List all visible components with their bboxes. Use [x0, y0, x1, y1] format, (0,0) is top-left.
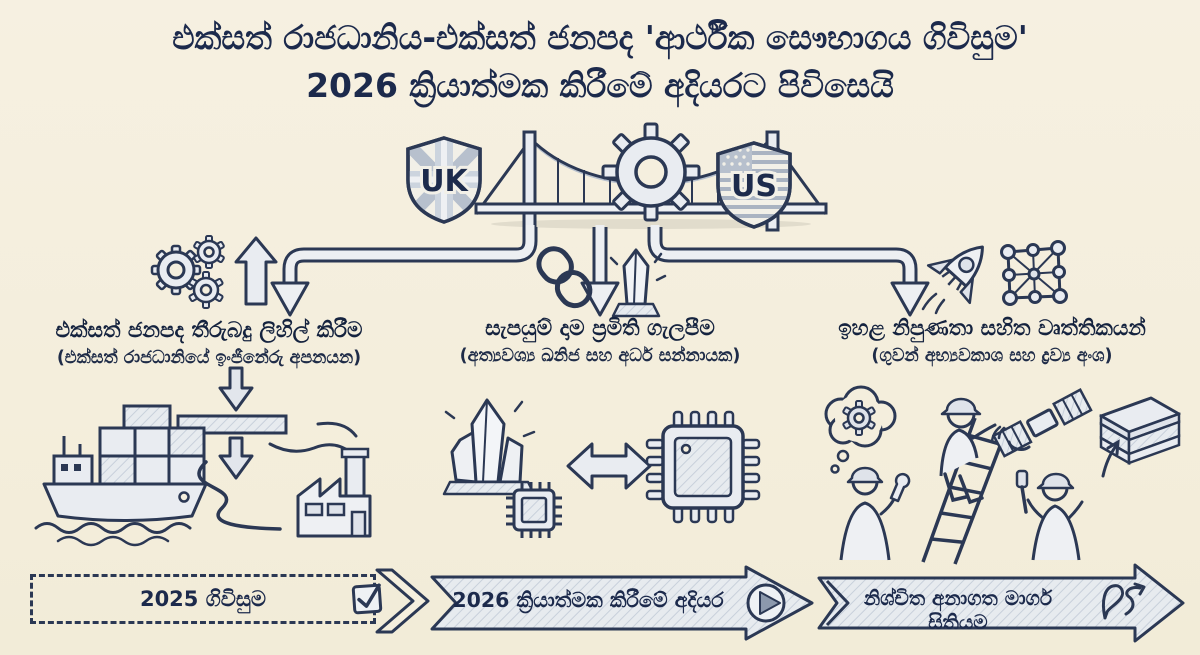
column-heading: ඉහළ නිපුණතා සහිත වෘත්තිකයන් — [838, 316, 1146, 341]
timeline-stage-roadmap-banner — [817, 563, 1185, 643]
chevron-separator-icon — [825, 579, 850, 627]
column-heading: එක්සත් ජනපද තීරුබදු ලිහිල් කිරීම — [55, 318, 363, 343]
satellite-icon — [990, 388, 1093, 458]
column-supply-chain: සැපයුම් දාම ප්‍රමිති ගැලපීම (අත්‍යවශ්‍ය … — [408, 316, 792, 366]
us-label: US — [731, 169, 777, 204]
crystal-cluster-icon — [442, 398, 536, 496]
page-title: එක්සත් රාජධානිය-එක්සත් ජනපද 'ආර්ථීක සෞභා… — [0, 14, 1200, 110]
column-heading: සැපයුම් දාම ප්‍රමිති ගැලපීම — [485, 316, 715, 341]
branch-connectors — [270, 225, 930, 317]
illustration-professionals — [824, 385, 1181, 565]
checkbox-checked-icon — [351, 583, 383, 615]
processor-chip-icon — [645, 410, 761, 524]
screwdriver-icon — [1015, 469, 1029, 514]
timeline-stage-roadmap-label: නිශ්චිත අනාගත මාර්ග සිතියම — [863, 586, 1053, 634]
us-shield-icon: US — [716, 141, 792, 229]
winding-road-icon — [197, 460, 282, 531]
column-professionals: ඉහළ නිපුණතා සහිත වෘත්තිකයන් (ගුවන් අභ්‍ය… — [792, 316, 1192, 366]
title-line-2: 2026 ක්‍රියාත්මක කිරීමේ අදියරට පිවිසෙයි — [306, 65, 894, 105]
title-line-1: එක්සත් රාජධානිය-එක්සත් ජනපද 'ආර්ථීක සෞභා… — [172, 18, 1028, 57]
timeline-stage-2026-banner — [430, 565, 814, 641]
chevron-separator-icon — [375, 568, 430, 634]
gear-cluster-icon — [150, 235, 278, 309]
double-arrow-icon — [566, 442, 652, 490]
gear-icon — [601, 122, 701, 222]
crystal-icon — [609, 248, 667, 318]
column-subheading: (එක්සත් රාජධානියේ ඉංජීනේරු අපනයන) — [56, 347, 362, 368]
rocket-exhaust — [921, 292, 946, 315]
up-arrow-icon — [1101, 439, 1120, 478]
microchip-icon — [506, 482, 562, 538]
factory-icon — [268, 421, 372, 538]
lattice-icon — [1000, 240, 1068, 306]
uk-label: UK — [420, 164, 469, 199]
worker-icon — [939, 397, 997, 505]
timeline-stage-2026-label: 2026 ක්‍රියාත්මක කිරීමේ අදියර — [452, 588, 724, 612]
column-tariffs: එක්සත් ජනපද තීරුබදු ලිහිල් කිරීම (එක්සත්… — [18, 318, 400, 368]
worker-icon — [839, 466, 911, 561]
column-subheading: (අත්‍යවශ්‍ය ඛනිජ සහ අර්ධ සන්නායක) — [459, 345, 741, 366]
growth-arrow-icon — [234, 236, 278, 306]
illustration-tariff-shipping — [34, 366, 372, 547]
composite-material-icon — [1099, 396, 1181, 466]
play-icon — [746, 583, 786, 623]
column-subheading: (ගුවන් අභ්‍යවකාශ සහ ද්‍රව්‍ය අංශ) — [871, 345, 1113, 366]
chain-link-icon — [536, 246, 593, 309]
timeline-stage-2025: 2025 ගිවිසුම — [30, 574, 376, 624]
down-arrow-icon — [218, 366, 254, 412]
down-arrow-icon — [218, 436, 254, 480]
route-map-icon — [1101, 582, 1146, 620]
cargo-ship-icon — [34, 404, 208, 547]
thought-gear-icon — [824, 385, 897, 474]
stage-label: 2025 ගිවිසුම — [139, 586, 267, 611]
down-arrowhead-icon — [890, 281, 930, 317]
worker-icon — [1015, 469, 1084, 561]
bridge-tower — [522, 130, 537, 232]
bridge-shadow — [491, 219, 811, 229]
illustration-minerals-chips — [442, 398, 761, 538]
wrench-icon — [889, 472, 911, 503]
down-arrowhead-icon — [270, 281, 310, 317]
uk-shield-icon: UK — [406, 136, 482, 224]
rocket-icon — [921, 245, 984, 315]
